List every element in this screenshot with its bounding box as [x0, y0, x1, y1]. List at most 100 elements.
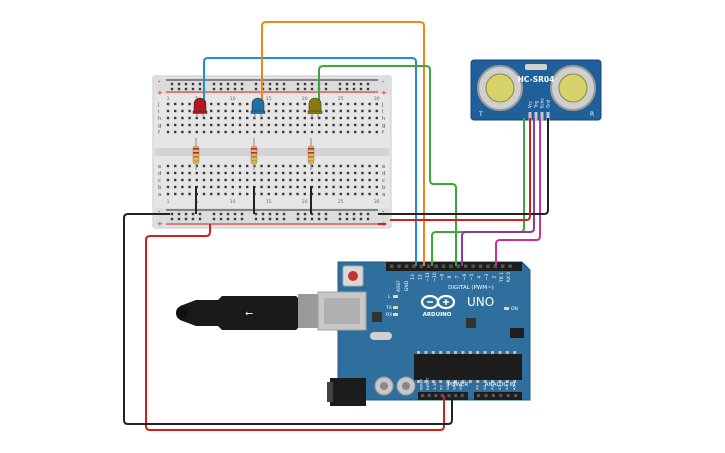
breadboard-hole[interactable]	[217, 185, 220, 189]
breadboard-hole[interactable]	[166, 123, 170, 127]
rail-hole[interactable]	[177, 212, 181, 216]
power-pin[interactable]	[447, 394, 451, 398]
breadboard-hole[interactable]	[260, 116, 263, 120]
wire-green-2[interactable]	[431, 118, 525, 266]
breadboard-hole[interactable]	[354, 102, 357, 106]
breadboard-hole[interactable]	[202, 178, 206, 182]
breadboard-hole[interactable]	[188, 171, 191, 175]
breadboard-hole[interactable]	[188, 123, 191, 127]
breadboard-hole[interactable]	[231, 102, 234, 106]
breadboard-hole[interactable]	[217, 171, 220, 175]
breadboard-hole[interactable]	[303, 164, 306, 168]
breadboard-hole[interactable]	[282, 192, 285, 196]
breadboard-hole[interactable]	[166, 164, 170, 168]
rail-hole[interactable]	[282, 82, 286, 86]
breadboard-hole[interactable]	[166, 102, 170, 106]
breadboard-hole[interactable]	[332, 123, 335, 127]
header-pin[interactable]	[441, 264, 446, 268]
breadboard-hole[interactable]	[354, 123, 357, 127]
rail-hole[interactable]	[191, 212, 195, 216]
rail-hole[interactable]	[254, 217, 258, 221]
breadboard-hole[interactable]	[361, 123, 364, 127]
rail-hole[interactable]	[219, 87, 223, 91]
rail-hole[interactable]	[177, 217, 181, 221]
breadboard-hole[interactable]	[181, 130, 184, 134]
breadboard-hole[interactable]	[354, 171, 357, 175]
breadboard-hole[interactable]	[274, 123, 278, 127]
power-pin[interactable]	[434, 394, 438, 398]
breadboard-hole[interactable]	[368, 123, 371, 127]
breadboard-hole[interactable]	[354, 109, 357, 113]
breadboard-hole[interactable]	[325, 130, 328, 134]
breadboard-hole[interactable]	[339, 109, 342, 113]
breadboard-hole[interactable]	[246, 130, 249, 134]
rail-hole[interactable]	[296, 82, 300, 86]
breadboard-hole[interactable]	[325, 123, 328, 127]
wire-black-ground[interactable]	[123, 213, 453, 425]
rail-hole[interactable]	[310, 87, 314, 91]
breadboard-hole[interactable]	[238, 109, 242, 113]
breadboard-hole[interactable]	[361, 192, 364, 196]
breadboard-hole[interactable]	[332, 116, 335, 120]
header-pin[interactable]	[419, 264, 423, 268]
breadboard-hole[interactable]	[166, 116, 170, 120]
rail-hole[interactable]	[275, 217, 279, 221]
breadboard-hole[interactable]	[325, 185, 328, 189]
power-pin[interactable]	[427, 394, 431, 398]
rail-hole[interactable]	[352, 82, 356, 86]
breadboard-hole[interactable]	[368, 192, 371, 196]
rail-hole[interactable]	[212, 212, 216, 216]
rail-hole[interactable]	[261, 212, 265, 216]
rail-hole[interactable]	[254, 87, 258, 91]
breadboard-hole[interactable]	[339, 171, 342, 175]
rail-hole[interactable]	[366, 212, 370, 216]
breadboard-hole[interactable]	[181, 178, 184, 182]
breadboard-hole[interactable]	[361, 185, 364, 189]
breadboard-hole[interactable]	[339, 178, 342, 182]
breadboard-hole[interactable]	[195, 130, 198, 134]
rail-hole[interactable]	[366, 217, 370, 221]
breadboard-hole[interactable]	[375, 109, 378, 113]
breadboard-hole[interactable]	[181, 123, 184, 127]
breadboard-hole[interactable]	[188, 164, 191, 168]
wire-red-power[interactable]	[145, 224, 445, 431]
breadboard-hole[interactable]	[332, 130, 335, 134]
breadboard-hole[interactable]	[375, 116, 378, 120]
breadboard-hole[interactable]	[282, 123, 285, 127]
header-pin[interactable]	[434, 264, 438, 268]
breadboard-hole[interactable]	[174, 109, 177, 113]
breadboard-hole[interactable]	[289, 123, 292, 127]
rail-hole[interactable]	[191, 82, 195, 86]
breadboard-hole[interactable]	[289, 185, 292, 189]
rail-hole[interactable]	[345, 87, 349, 91]
breadboard-hole[interactable]	[368, 109, 371, 113]
breadboard-hole[interactable]	[296, 164, 299, 168]
rail-hole[interactable]	[303, 87, 307, 91]
rail-hole[interactable]	[268, 82, 272, 86]
breadboard-hole[interactable]	[231, 116, 234, 120]
rail-hole[interactable]	[282, 212, 286, 216]
breadboard-hole[interactable]	[174, 185, 177, 189]
wire-red-sensor[interactable]	[390, 118, 531, 221]
breadboard-hole[interactable]	[368, 102, 371, 106]
breadboard-hole[interactable]	[296, 178, 299, 182]
breadboard-hole[interactable]	[346, 116, 350, 120]
breadboard-hole[interactable]	[267, 123, 270, 127]
breadboard-hole[interactable]	[224, 192, 227, 196]
breadboard-hole[interactable]	[224, 123, 227, 127]
rail-hole[interactable]	[198, 217, 202, 221]
blue-led[interactable]	[250, 97, 266, 118]
rail-hole[interactable]	[366, 82, 370, 86]
rail-hole[interactable]	[191, 87, 195, 91]
header-pin[interactable]	[471, 264, 475, 268]
breadboard-hole[interactable]	[202, 185, 206, 189]
breadboard-hole[interactable]	[224, 109, 227, 113]
breadboard-hole[interactable]	[246, 109, 249, 113]
breadboard-hole[interactable]	[267, 116, 270, 120]
breadboard-hole[interactable]	[188, 109, 191, 113]
breadboard-hole[interactable]	[217, 164, 220, 168]
breadboard-hole[interactable]	[303, 123, 306, 127]
rail-hole[interactable]	[338, 87, 342, 91]
power-pin[interactable]	[440, 394, 444, 398]
breadboard-hole[interactable]	[282, 109, 285, 113]
